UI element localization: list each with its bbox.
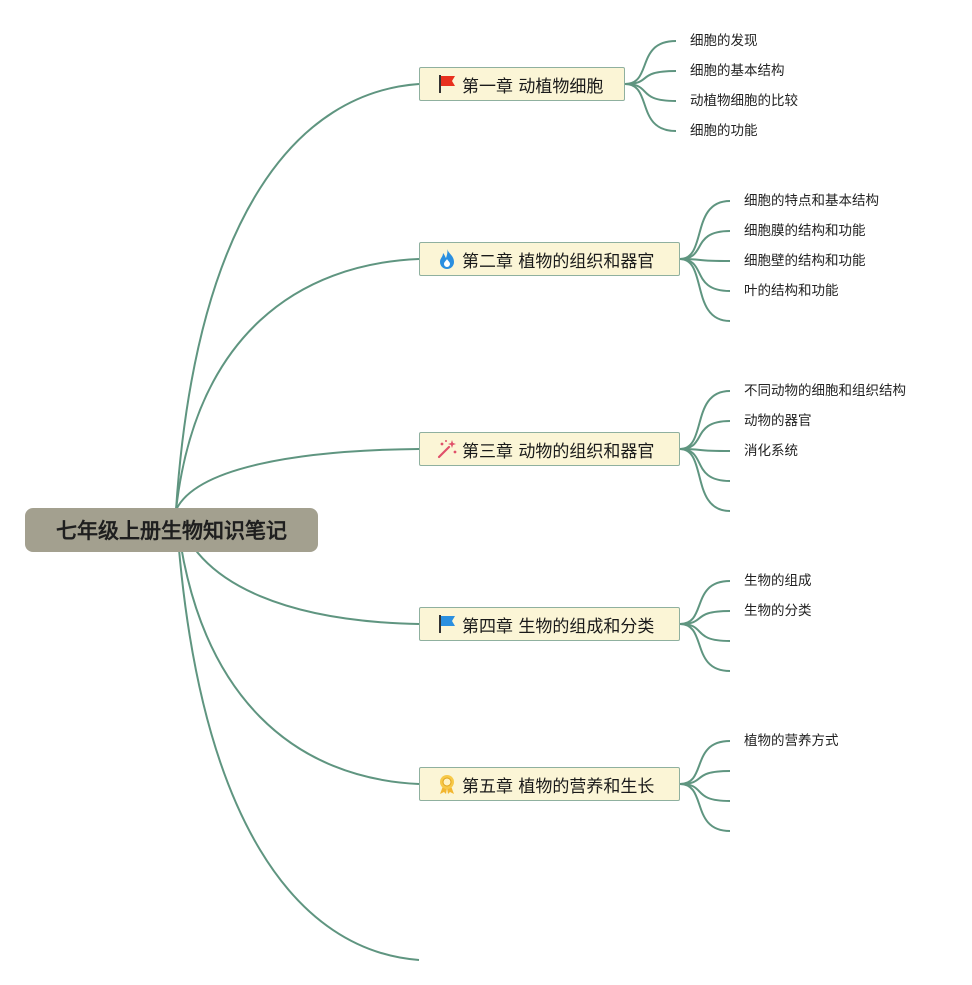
topic-item[interactable]: 生物的组成 [744,573,812,589]
connector-line [679,390,731,450]
connector-line [679,230,731,260]
connector-line [679,258,731,322]
blue-flag-icon [436,613,458,635]
topic-item[interactable]: 细胞的发现 [690,33,758,49]
topic-item[interactable]: 植物的营养方式 [744,733,839,749]
red-flag-icon [436,73,458,95]
connector-line [679,420,731,450]
chapter-node-5[interactable]: 第五章 植物的营养和生长 [419,767,680,801]
topic-item[interactable]: 动植物细胞的比较 [690,93,798,109]
award-ribbon-icon [436,773,458,795]
connector-line [679,783,731,832]
connector-line [175,448,420,511]
magic-wand-icon [436,438,458,460]
root-node[interactable]: 七年级上册生物知识笔记 [25,508,318,552]
connector-line [624,40,677,85]
connector-line [679,580,731,625]
chapter-title: 第二章 植物的组织和器官 [462,251,655,272]
topic-item[interactable]: 细胞的功能 [690,123,758,139]
chapter-title: 第三章 动物的组织和器官 [462,441,655,462]
connector-line [624,83,677,132]
root-title: 七年级上册生物知识笔记 [56,519,287,543]
connector-line [679,258,731,292]
topic-item[interactable]: 不同动物的细胞和组织结构 [744,383,906,399]
topic-item[interactable]: 消化系统 [744,443,798,459]
chapter-node-3[interactable]: 第三章 动物的组织和器官 [419,432,680,466]
fire-icon [436,248,458,270]
connector-line [679,448,731,482]
topic-item[interactable]: 叶的结构和功能 [744,283,839,299]
chapter-node-4[interactable]: 第四章 生物的组成和分类 [419,607,680,641]
chapter-title: 第四章 生物的组成和分类 [462,616,655,637]
connector-line [175,509,420,961]
topic-item[interactable]: 细胞的基本结构 [690,63,785,79]
chapter-node-2[interactable]: 第二章 植物的组织和器官 [419,242,680,276]
topic-item[interactable]: 动物的器官 [744,413,812,429]
connector-line [175,83,420,511]
connector-line [679,448,731,512]
connector-line [679,200,731,260]
chapter-node-1[interactable]: 第一章 动植物细胞 [419,67,625,101]
connector-line [679,623,731,672]
topic-item[interactable]: 细胞壁的结构和功能 [744,253,866,269]
connector-line [679,740,731,785]
chapter-title: 第一章 动植物细胞 [462,76,604,97]
topic-item[interactable]: 生物的分类 [744,603,812,619]
connector-line [175,258,420,511]
topic-item[interactable]: 细胞膜的结构和功能 [744,223,866,239]
connector-line [175,509,420,785]
topic-item[interactable]: 细胞的特点和基本结构 [744,193,879,209]
chapter-title: 第五章 植物的营养和生长 [462,776,655,797]
